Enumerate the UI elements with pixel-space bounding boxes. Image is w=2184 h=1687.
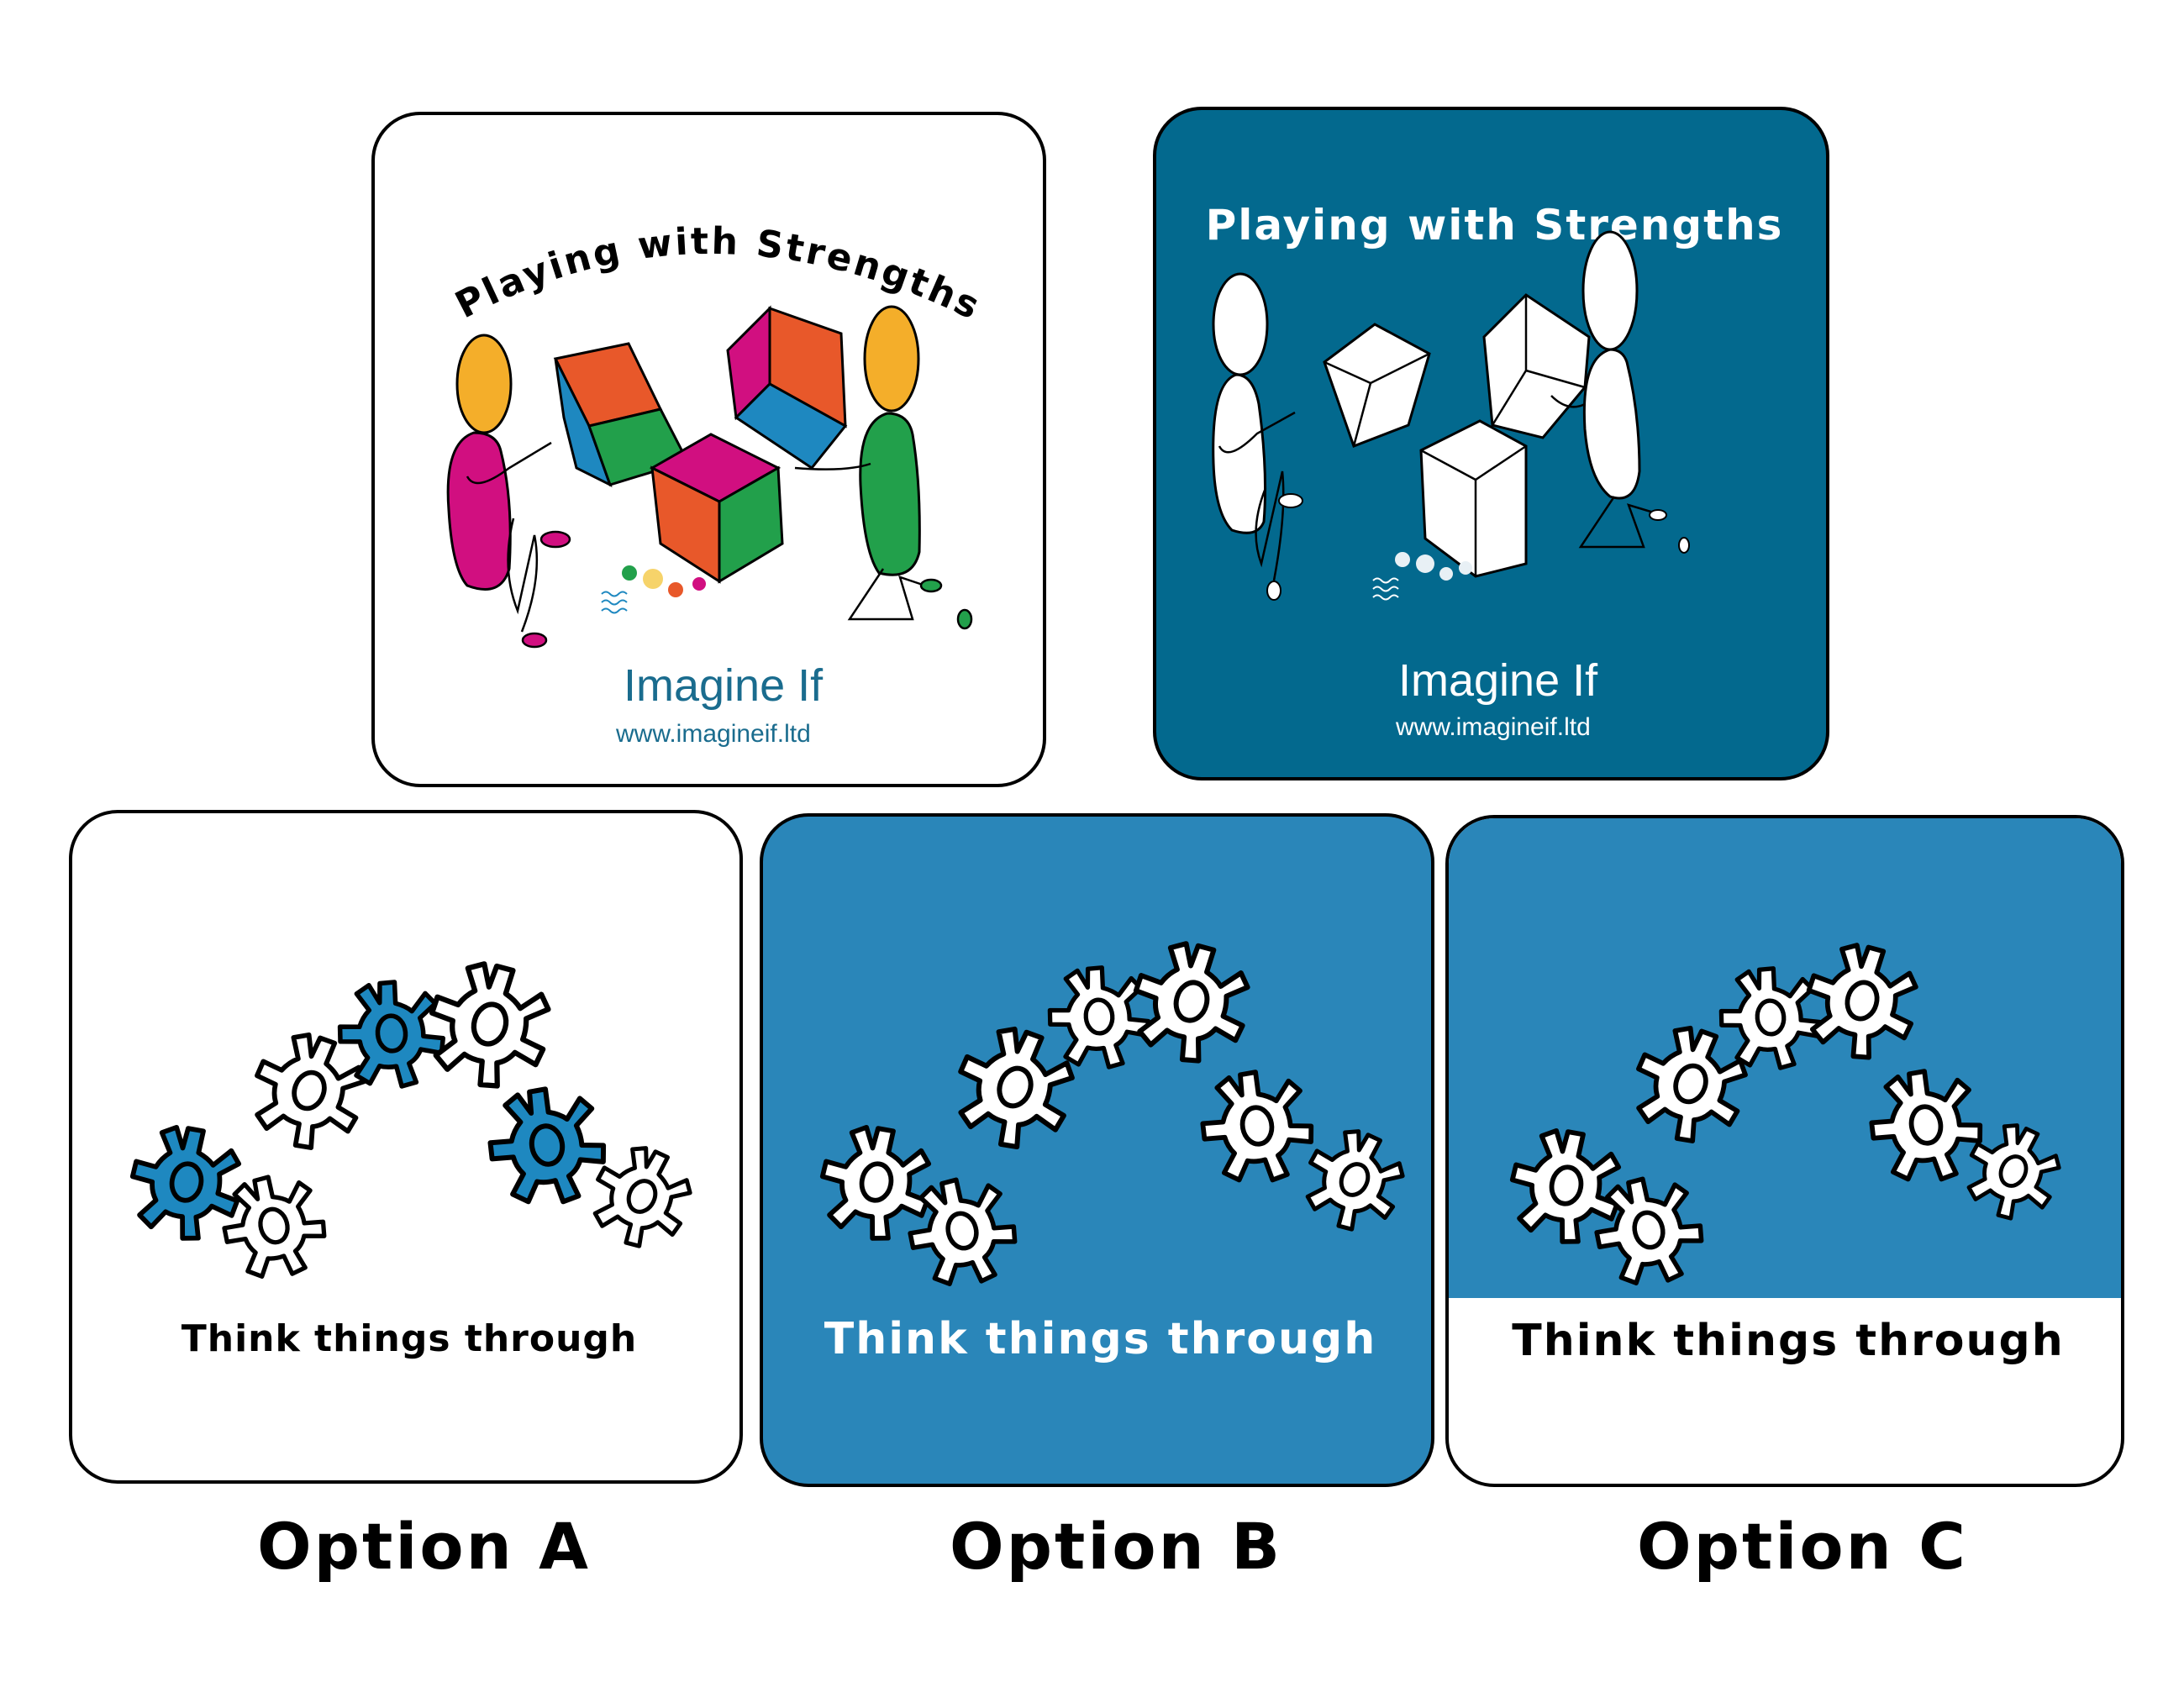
gear-cluster-icon — [763, 817, 1434, 1487]
gear-cluster-icon — [72, 813, 743, 1484]
people-building-blocks-illustration: Playing with Strengths — [446, 220, 988, 649]
option-card-c[interactable]: Think things through — [1445, 815, 2124, 1487]
option-c-label: Option C — [1637, 1509, 1968, 1584]
card-caption: Think things through — [824, 1314, 1377, 1364]
imagine-if-logo-dots — [601, 565, 706, 614]
option-card-b[interactable]: Think things through — [760, 813, 1434, 1487]
people-building-blocks-illustration — [1212, 230, 1690, 601]
imagine-if-logo-dots — [1372, 552, 1472, 601]
gear-cluster-icon — [1449, 818, 2124, 1487]
website-link[interactable]: www.imagineif.ltd — [616, 720, 811, 748]
option-card-a[interactable]: Think things through — [69, 810, 743, 1484]
logo-wordmark: Imagine If — [1398, 655, 1598, 706]
card-caption: Think things through — [181, 1317, 638, 1360]
cover-title: Playing with Strengths — [1205, 201, 1784, 250]
option-a-label: Option A — [257, 1509, 591, 1584]
card-caption: Think things through — [1512, 1316, 2065, 1366]
option-b-label: Option B — [950, 1509, 1283, 1584]
website-link[interactable]: www.imagineif.ltd — [1396, 713, 1591, 741]
cover-title: Playing with Strengths — [449, 220, 986, 329]
cover-card-color: Playing with Strengths — [371, 112, 1046, 787]
logo-wordmark: Imagine If — [624, 660, 824, 711]
svg-text:Playing with Strengths: Playing with Strengths — [449, 220, 988, 329]
cover-card-dark: Playing with Strengths — [1153, 107, 1829, 780]
